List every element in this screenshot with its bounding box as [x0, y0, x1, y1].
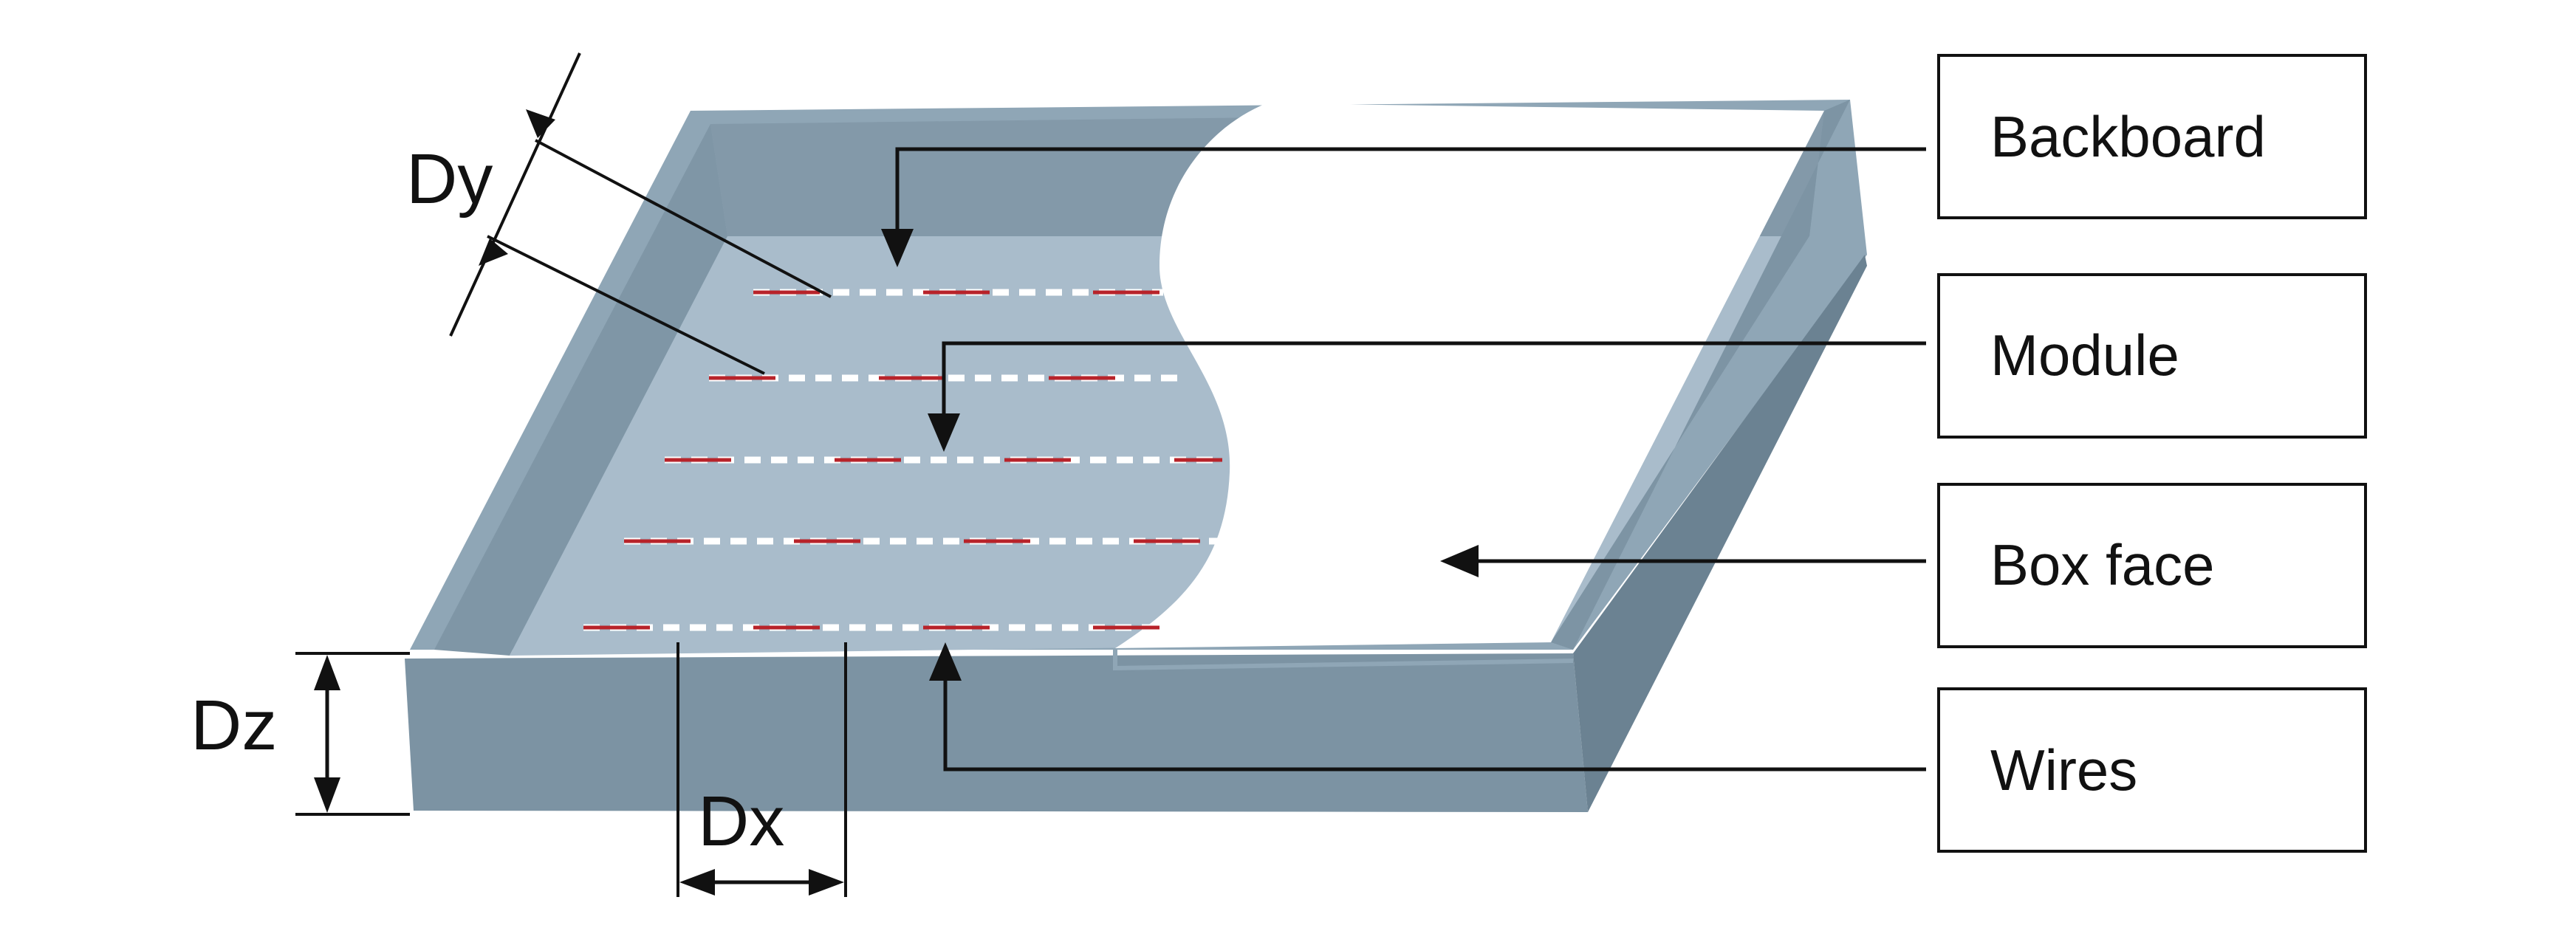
- module-leader: [928, 341, 1926, 452]
- module-arrow: [928, 413, 960, 452]
- dy-dimension: Dy: [406, 52, 832, 375]
- dz-dimension: Dz: [191, 652, 410, 816]
- label-wires: Wires: [1937, 687, 2367, 853]
- dy-arrow-bottom: [479, 238, 508, 266]
- label-module-text: Module: [1990, 323, 2179, 388]
- dx-arrow-left: [679, 869, 715, 896]
- dx-arrow-right: [809, 869, 844, 896]
- label-backboard: Backboard: [1937, 54, 2367, 219]
- box-front-face: [405, 653, 1588, 812]
- inner-right-wall: [1551, 100, 1850, 650]
- backboard-leader: [881, 147, 1926, 267]
- dz-label: Dz: [191, 686, 277, 765]
- wires-leader: [929, 642, 1926, 772]
- wires-arrow: [929, 642, 962, 681]
- box-face-arrow: [1440, 545, 1479, 577]
- label-backboard-text: Backboard: [1990, 104, 2266, 169]
- label-box-face-text: Box face: [1990, 532, 2215, 597]
- label-box-face: Box face: [1937, 483, 2367, 648]
- box-right-face: [1573, 255, 1867, 812]
- box-face-cover: [1115, 103, 1824, 648]
- cover-front-edge: [1113, 648, 1574, 671]
- inner-left-wall: [434, 124, 727, 656]
- dy-label: Dy: [406, 140, 493, 219]
- backboard-arrow: [881, 229, 914, 267]
- label-wires-text: Wires: [1990, 738, 2137, 803]
- dz-arrow-bottom: [314, 777, 340, 813]
- label-module: Module: [1937, 273, 2367, 439]
- dx-label: Dx: [698, 782, 784, 861]
- dy-arrow-top: [526, 109, 555, 138]
- box-face-leader: [1440, 545, 1926, 577]
- dz-arrow-top: [314, 655, 340, 690]
- dx-dimension: Dx: [676, 642, 847, 897]
